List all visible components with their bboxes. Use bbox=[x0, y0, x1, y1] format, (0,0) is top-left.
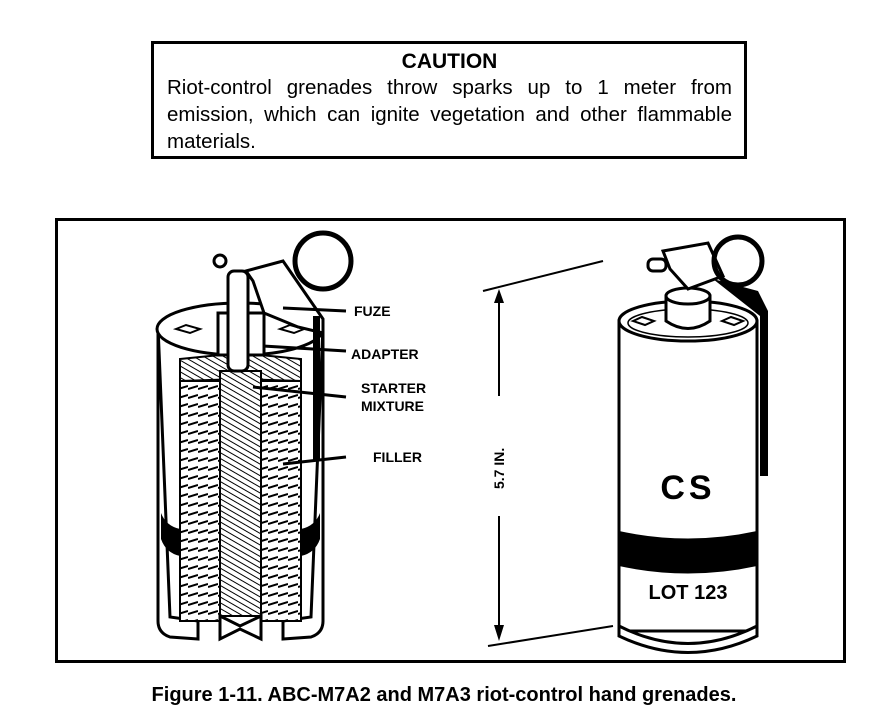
filler-right bbox=[260, 380, 302, 622]
fuze-leader bbox=[282, 306, 347, 313]
canister-pull-ring bbox=[711, 234, 765, 288]
canister-vent-left bbox=[630, 315, 657, 327]
lot-marking: LOT 123 bbox=[649, 582, 728, 604]
lid-vent-left bbox=[172, 323, 204, 335]
canister-grenade: CS LOT 123 bbox=[617, 234, 768, 654]
label-starter: STARTER bbox=[361, 380, 426, 396]
canister-safety-lever bbox=[713, 279, 768, 476]
arrow-down-icon bbox=[494, 625, 504, 641]
filler-left bbox=[179, 380, 221, 622]
cutaway-grenade: FUZE ADAPTER STARTER MIXTURE FILLER bbox=[155, 230, 426, 642]
canister-band bbox=[619, 531, 757, 574]
grenade-illustration: FUZE ADAPTER STARTER MIXTURE FILLER 5.7 … bbox=[155, 230, 768, 654]
figure-box: FUZE ADAPTER STARTER MIXTURE FILLER 5.7 … bbox=[55, 218, 846, 663]
label-filler: FILLER bbox=[373, 449, 422, 465]
cutaway-shell-right bbox=[281, 325, 325, 641]
dim-top-line bbox=[482, 260, 604, 292]
height-dimension: 5.7 IN. bbox=[482, 260, 614, 647]
fuze-striker bbox=[226, 269, 250, 373]
label-fuze: FUZE bbox=[354, 303, 391, 319]
caution-title: CAUTION bbox=[401, 50, 498, 73]
canister-vent-right bbox=[719, 315, 746, 327]
canister-body bbox=[617, 319, 759, 633]
arrow-up-icon bbox=[494, 289, 504, 303]
fuze-pin bbox=[212, 253, 228, 269]
starter-leader bbox=[252, 385, 347, 399]
safety-lever bbox=[313, 316, 320, 461]
caution-text: Riot-control grenades throw sparks up to… bbox=[167, 76, 732, 153]
label-mixture: MIXTURE bbox=[361, 398, 424, 414]
filler-leader bbox=[282, 455, 347, 466]
canister-base bbox=[617, 623, 759, 654]
agent-marking: CS bbox=[660, 469, 715, 507]
cutaway-base bbox=[218, 613, 263, 642]
caution-box: CAUTION Riot-control grenades throw spar… bbox=[151, 41, 747, 159]
band-left bbox=[161, 513, 180, 556]
label-adapter: ADAPTER bbox=[351, 346, 419, 362]
dim-bottom-line bbox=[487, 625, 614, 647]
band-right bbox=[301, 513, 320, 556]
adapter-leader bbox=[262, 344, 347, 353]
pull-ring bbox=[292, 230, 354, 292]
canister-fuze-pin bbox=[646, 257, 668, 273]
canister-fuze-head bbox=[660, 241, 726, 291]
figure-caption: Figure 1-11. ABC-M7A2 and M7A3 riot-cont… bbox=[151, 684, 737, 706]
starter-core bbox=[219, 370, 262, 617]
cutaway-shell-left bbox=[156, 325, 200, 641]
dimension-label: 5.7 IN. bbox=[491, 448, 507, 489]
fuze-lever bbox=[243, 259, 325, 335]
